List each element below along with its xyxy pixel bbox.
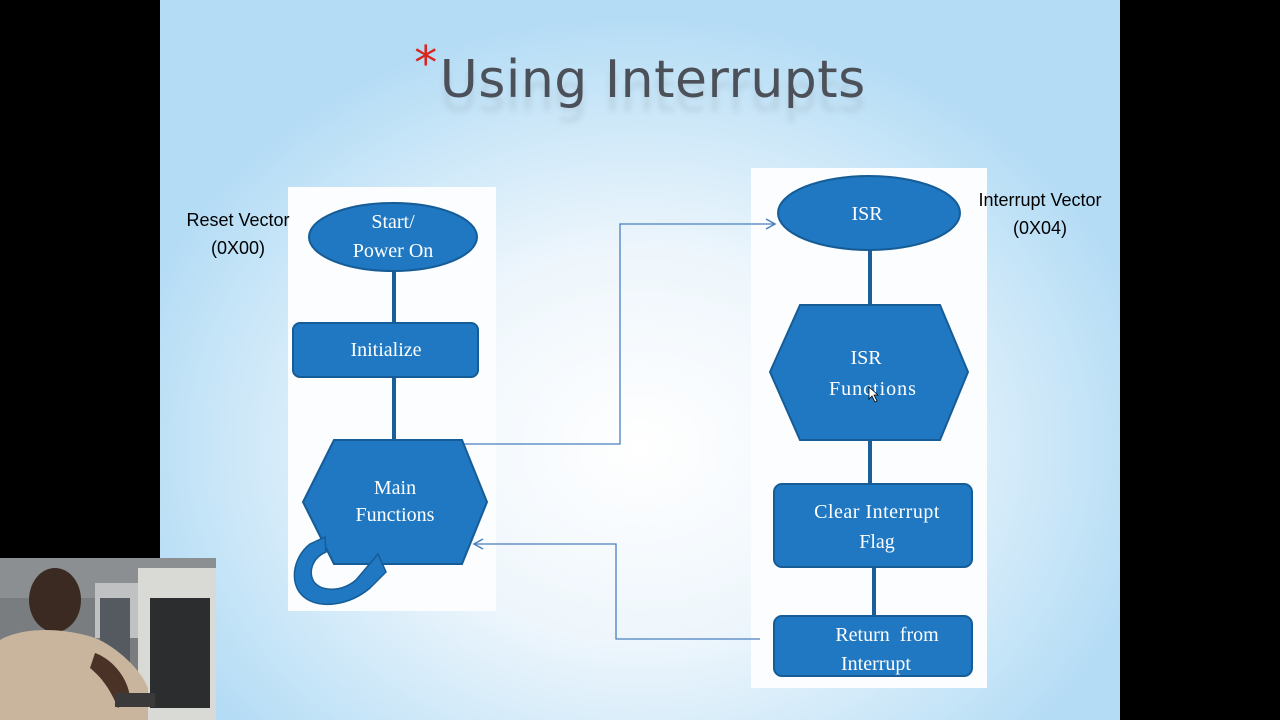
loop-arrow-icon xyxy=(293,535,387,605)
arrow-main-to-isr xyxy=(464,218,777,445)
start-label-line2: Power On xyxy=(353,240,434,262)
main-functions-node: Main Functions xyxy=(301,439,489,565)
start-label-line1: Start/ xyxy=(371,211,415,233)
clear-interrupt-flag-node: Clear Interrupt Flag xyxy=(773,483,973,568)
clear-label-line2: Flag xyxy=(859,531,895,553)
isr-functions-line2: Functions xyxy=(829,378,917,400)
title-text: Using Interrupts xyxy=(439,50,866,110)
webcam-frame xyxy=(0,558,216,720)
slide-title: *Using Interrupts xyxy=(160,36,1120,110)
title-star: * xyxy=(414,36,438,90)
interrupt-vector-text: Interrupt Vector xyxy=(978,190,1102,210)
mouse-cursor-icon xyxy=(868,386,880,403)
reset-vector-label: Reset Vector (0X00) xyxy=(176,206,300,262)
start-power-on-node: Start/ Power On xyxy=(308,202,478,272)
initialize-node: Initialize xyxy=(292,322,479,378)
isr-label: ISR xyxy=(851,203,883,225)
interrupt-vector-address: (0X04) xyxy=(1012,218,1068,238)
initialize-label: Initialize xyxy=(350,339,421,361)
isr-node: ISR xyxy=(777,175,961,251)
isr-functions-node: ISR Functions xyxy=(768,304,970,441)
presenter-webcam xyxy=(0,558,216,720)
interrupt-vector-label: Interrupt Vector (0X04) xyxy=(962,186,1118,242)
isr-functions-line1: ISR xyxy=(850,347,882,369)
clear-label-line1: Clear Interrupt xyxy=(814,501,940,523)
arrow-return-to-main xyxy=(472,538,760,640)
main-label-line1: Main xyxy=(374,477,416,499)
reset-vector-text: Reset Vector xyxy=(186,210,290,230)
main-label-line2: Functions xyxy=(356,504,435,526)
return-from-interrupt-node: Return from Interrupt xyxy=(773,615,973,677)
reset-vector-address: (0X00) xyxy=(210,238,266,258)
return-label-line1: Return from xyxy=(835,624,939,646)
return-label-line2: Interrupt xyxy=(841,653,911,675)
